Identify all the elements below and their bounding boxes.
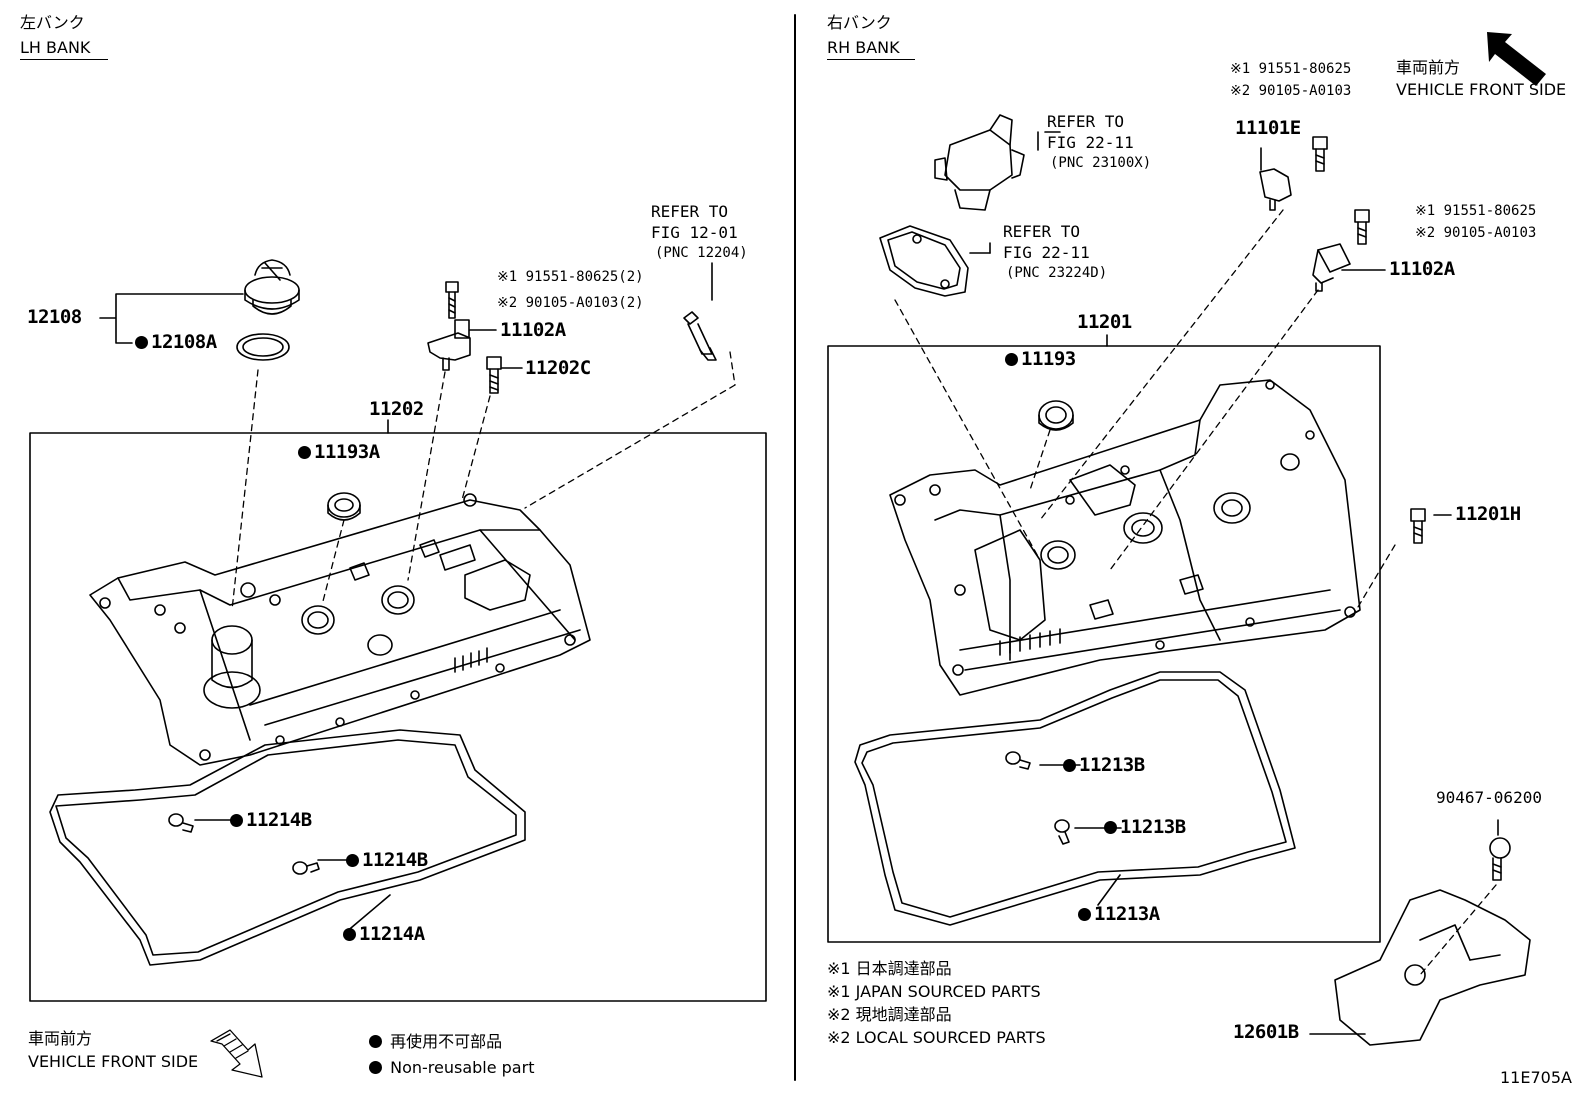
front-arrow-top [1487,32,1546,86]
lh-bank-title-en: LH BANK [20,40,108,60]
note-1-en: ※1 JAPAN SOURCED PARTS [827,982,1041,1001]
non-reusable-dot [1005,353,1018,366]
part-label-12108A[interactable]: 12108A [135,333,217,352]
lh-oil-pressure-sensor-drawing [683,311,717,361]
rh-refer-a-line-3: (PNC 23100X) [1050,155,1152,171]
part-label-11214A[interactable]: 11214A [343,925,425,944]
lh-refer-line-3: (PNC 12204) [655,245,748,261]
rh-bolt-top-note-1: ※1 91551-80625 [1230,61,1352,77]
front-side-en-top: VEHICLE FRONT SIDE [1396,80,1567,99]
part-label-11101E[interactable]: 11101E [1235,117,1301,139]
front-side-jp-bottom: 車両前方 [28,1029,93,1048]
rh-plug-11213B-drawing-1 [1005,751,1031,770]
front-side-jp-top: 車両前方 [1396,58,1461,77]
rh-bolt-mid-note-2: ※2 90105-A0103 [1415,225,1537,241]
non-reusable-dot [230,814,243,827]
lh-plug-11214B-drawing-2 [292,861,320,875]
lh-head-cover-gasket-drawing [49,729,526,966]
front-arrow-bottom [210,1029,263,1078]
rh-bank-title-en: RH BANK [827,40,915,60]
rh-vsv-drawing [934,114,1025,211]
rh-11101E-bolt-drawing [1312,136,1328,172]
note-2-jp: ※2 現地調達部品 [827,1005,952,1024]
rh-11102A-bolt-drawing [1354,209,1370,245]
lh-plug-seal-drawing [327,492,361,521]
note-1-jp: ※1 日本調達部品 [827,959,952,978]
part-label-11202[interactable]: 11202 [369,398,424,420]
lh-11202C-bolt-drawing [486,356,502,394]
front-side-en-bottom: VEHICLE FRONT SIDE [28,1052,199,1071]
rh-90467-bolt-drawing [1489,837,1511,881]
rh-assembly-frame [827,345,1381,943]
lh-cam-sensor-drawing [427,319,471,371]
figure-id: 11E705A [1500,1068,1572,1087]
rh-bolt-top-note-2: ※2 90105-A0103 [1230,83,1352,99]
non-reusable-dot [369,1035,382,1048]
part-label-11201[interactable]: 11201 [1077,311,1132,333]
part-label-11193A[interactable]: 11193A [298,443,380,462]
lh-plug-11214B-drawing-1 [168,813,194,833]
rh-refer-b-line-2: FIG 22-11 [1003,243,1090,262]
rh-11101E-sensor-drawing [1259,168,1292,211]
part-label-11201H[interactable]: 11201H [1455,503,1521,525]
part-label-11193[interactable]: 11193 [1005,350,1076,369]
part-label-12601B[interactable]: 12601B [1233,1021,1299,1043]
part-label-90467-06200[interactable]: 90467-06200 [1436,788,1542,807]
non-reusable-dot [135,336,148,349]
non-reusable-dot [1078,908,1091,921]
part-label-11214B-2[interactable]: 11214B [346,851,428,870]
non-reusable-dot [369,1061,382,1074]
lh-bank-title-jp: 左バンク [20,13,85,32]
rh-bolt-mid-note-1: ※1 91551-80625 [1415,203,1537,219]
lh-bolt-note-2: ※2 90105-A0103(2) [497,295,644,311]
rh-refer-a-line-1: REFER TO [1047,112,1125,131]
rh-engine-cover-bracket-drawing [1334,889,1531,1046]
lh-assembly-frame [29,432,767,1002]
part-label-lh-11102A[interactable]: 11102A [500,319,566,341]
part-label-11213B-1[interactable]: 11213B [1063,756,1145,775]
oil-filler-cap-drawing [244,259,300,315]
rh-cylinder-head-cover-drawing [889,379,1361,696]
lh-refer-line-1: REFER TO [651,202,729,221]
rh-11102A-sensor-drawing [1312,243,1351,292]
part-label-12108[interactable]: 12108 [27,306,82,328]
lh-cylinder-head-cover-drawing [89,493,591,766]
non-reusable-dot [1063,759,1076,772]
rh-refer-b-line-1: REFER TO [1003,222,1081,241]
non-reusable-dot [346,854,359,867]
legend-jp: 再使用不可部品 [369,1030,502,1053]
non-reusable-dot [343,928,356,941]
rh-plug-11213B-drawing-2 [1054,819,1070,845]
part-label-11213B-2[interactable]: 11213B [1104,818,1186,837]
lh-vvt-bolt-drawing [445,281,459,319]
rh-plug-seal-drawing [1038,400,1074,431]
rh-refer-a-line-2: FIG 22-11 [1047,133,1134,152]
rh-bank-title-jp: 右バンク [827,13,892,32]
lh-bolt-note-1: ※1 91551-80625(2) [497,269,644,285]
part-label-11202C[interactable]: 11202C [525,357,591,379]
rh-head-cover-gasket-drawing [854,671,1296,926]
lh-refer-line-2: FIG 12-01 [651,223,738,242]
part-label-11214B-1[interactable]: 11214B [230,811,312,830]
lh-12108-bracket [99,293,244,344]
rh-11201H-bolt-drawing [1410,508,1426,544]
note-2-en: ※2 LOCAL SOURCED PARTS [827,1028,1046,1047]
rh-seal-plate-drawing [879,225,969,297]
non-reusable-dot [1104,821,1117,834]
rh-refer-b-line-3: (PNC 23224D) [1006,265,1108,281]
legend-en: Non-reusable part [369,1056,534,1079]
part-label-rh-11102A[interactable]: 11102A [1389,258,1455,280]
part-label-11213A[interactable]: 11213A [1078,905,1160,924]
non-reusable-dot [298,446,311,459]
cap-gasket-drawing [236,333,290,361]
